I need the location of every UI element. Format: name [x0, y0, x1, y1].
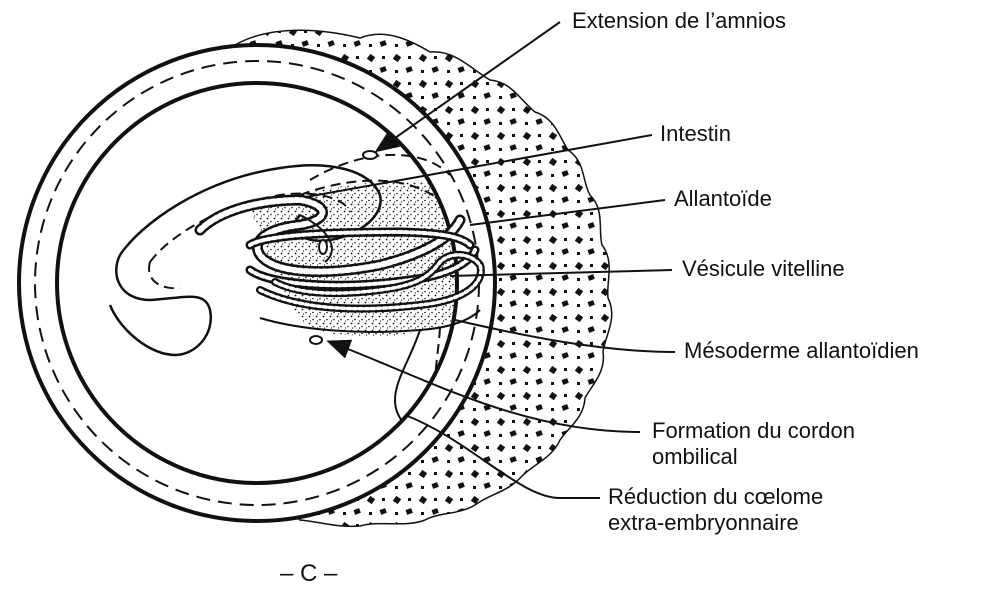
label-allantoide: Allantoïde	[674, 186, 772, 212]
label-mesoderme-allantoidien: Mésoderme allantoïdien	[684, 338, 919, 364]
label-formation-cordon-line1: Formation du cordon	[652, 418, 855, 444]
label-formation-cordon-line2: ombilical	[652, 444, 855, 470]
label-reduction-coelome-line1: Réduction du cœlome	[608, 484, 823, 510]
label-formation-cordon: Formation du cordon ombilical	[652, 418, 855, 470]
label-vesicule-vitelline: Vésicule vitelline	[682, 256, 845, 282]
label-reduction-coelome-line2: extra-embryonnaire	[608, 510, 823, 536]
label-reduction-coelome: Réduction du cœlome extra-embryonnaire	[608, 484, 823, 536]
label-extension-amnios: Extension de l’amnios	[572, 8, 786, 34]
figure-caption: – C –	[280, 560, 337, 588]
label-intestin: Intestin	[660, 121, 731, 147]
